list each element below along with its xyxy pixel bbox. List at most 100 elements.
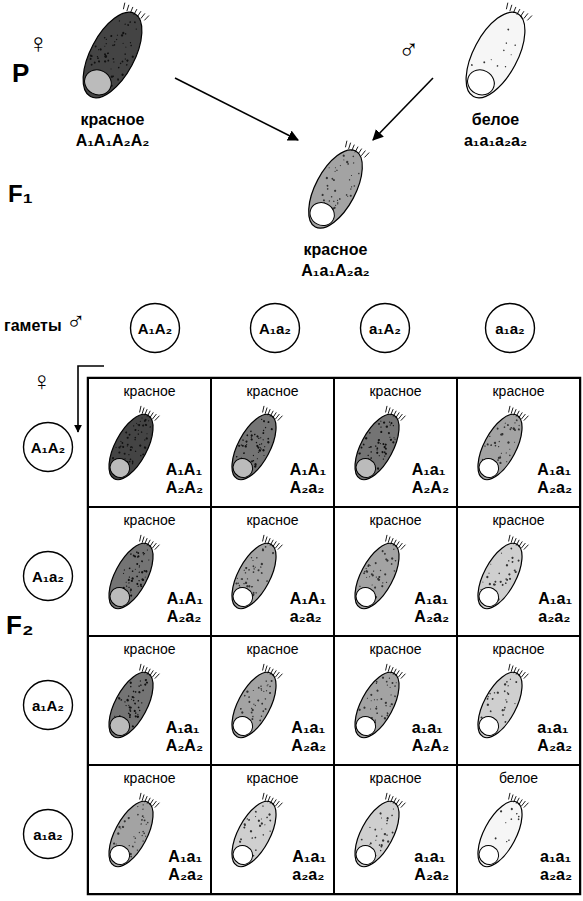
grain-stipple (240, 838, 243, 841)
grain-hair (510, 795, 514, 801)
grain-stipple (137, 806, 139, 808)
grain-stipple (394, 685, 396, 687)
grain-stipple (384, 447, 387, 450)
grain-stipple (260, 437, 262, 439)
grain-hair (141, 666, 145, 672)
grain-stipple (266, 690, 268, 692)
gamete-genotype: a₁a₂ (22, 808, 74, 860)
grain-stipple (142, 804, 144, 806)
phenotype-label: красное (212, 770, 333, 786)
grain-stipple (125, 33, 127, 35)
grain-stipple (487, 696, 489, 698)
grain-hair (351, 145, 355, 151)
grain-stipple (136, 563, 139, 566)
grain-stipple (144, 553, 146, 555)
grain-stipple (243, 823, 246, 826)
grain-stipple (383, 421, 386, 424)
grain-stipple (259, 719, 262, 722)
grain-stipple (263, 455, 264, 456)
grain-stipple (107, 59, 109, 61)
grain-stipple (246, 690, 249, 693)
grain-stipple (136, 575, 138, 577)
grain-stipple (366, 577, 367, 578)
grain-stipple (517, 428, 520, 431)
grain-stipple (142, 689, 144, 691)
grain-stipple (494, 445, 496, 447)
grain-stipple (364, 571, 366, 573)
gamete-genotype: A₁A₂ (129, 302, 181, 354)
grain-stipple (382, 582, 384, 584)
grain-stipple (134, 702, 137, 705)
phenotype-label: белое (458, 770, 579, 786)
grain-germ (306, 198, 338, 229)
grain-stipple (518, 425, 520, 427)
grain-stipple (145, 835, 147, 837)
grain-stipple (394, 695, 396, 697)
phenotype-label: красное (335, 770, 456, 786)
grain-hair (507, 535, 512, 542)
grain-stipple (266, 580, 268, 582)
grain-group (469, 403, 533, 486)
grain-stipple (266, 816, 268, 818)
genotype-label: A₁a₁ A₂a₂ (291, 719, 326, 755)
grain-stipple (127, 443, 129, 445)
genotype-label: A₁A₁ A₂A₂ (166, 461, 203, 497)
grain-stipple (98, 49, 100, 51)
grain-stipple (388, 432, 391, 435)
grain-stipple (90, 63, 93, 66)
offspring-cell: красноеa₁a₁ A₂A₂ (334, 636, 457, 765)
grain-hair (264, 408, 268, 414)
grain-stipple (141, 560, 144, 563)
grain-stipple (256, 444, 259, 447)
grain-stipple (112, 44, 114, 46)
grain-hair (267, 796, 271, 802)
grain-stipple (125, 582, 126, 583)
grain-stipple (384, 718, 386, 720)
grain-stipple (362, 443, 364, 445)
grain-stipple (508, 839, 510, 841)
grain-hair (275, 801, 279, 807)
grain-stipple (138, 832, 140, 834)
gamete-circle: A₁a₂ (249, 302, 301, 354)
grain-stipple (374, 562, 377, 565)
grain-stipple (113, 61, 115, 63)
grain-hair (130, 7, 134, 13)
grain-stipple (118, 825, 121, 828)
grain-hair (524, 13, 528, 19)
grain-stipple (258, 451, 260, 453)
grain-germ (476, 842, 502, 868)
grain-stipple (131, 55, 134, 58)
grain-stipple (256, 435, 259, 438)
grain-stipple (491, 698, 494, 701)
grain-stipple (504, 706, 506, 708)
grain-stipple (255, 442, 257, 444)
grain-stipple (490, 564, 491, 565)
grain-germ (476, 455, 502, 481)
phenotype-label: красное (212, 383, 333, 399)
grain-stipple (97, 56, 99, 58)
grain-stipple (385, 558, 388, 561)
grain-stipple (374, 719, 376, 721)
grain-stipple (139, 444, 142, 447)
grain-stipple (241, 711, 244, 714)
grain-stipple (115, 447, 117, 449)
grain-stipple (393, 437, 394, 438)
grain-stipple (506, 681, 508, 683)
grain-hair (122, 3, 127, 10)
grain-hair (267, 409, 271, 415)
grain-hair (401, 544, 406, 551)
grain-stipple (126, 59, 129, 62)
genotype-label: A₁a₁ A₂a₂ (414, 590, 449, 626)
grain-body (469, 666, 531, 745)
grain-hair (513, 796, 517, 802)
grain-stipple (126, 698, 129, 701)
grain-hair (261, 793, 266, 800)
genotype-label: A₁a₁ A₂a₂ (537, 461, 572, 497)
grain-germ (107, 713, 133, 739)
grain-body (223, 408, 285, 487)
gamete-circle: a₁A₂ (359, 302, 411, 354)
grain-hair (519, 799, 523, 805)
grain-stipple (370, 842, 373, 845)
grain-stipple (121, 825, 124, 828)
